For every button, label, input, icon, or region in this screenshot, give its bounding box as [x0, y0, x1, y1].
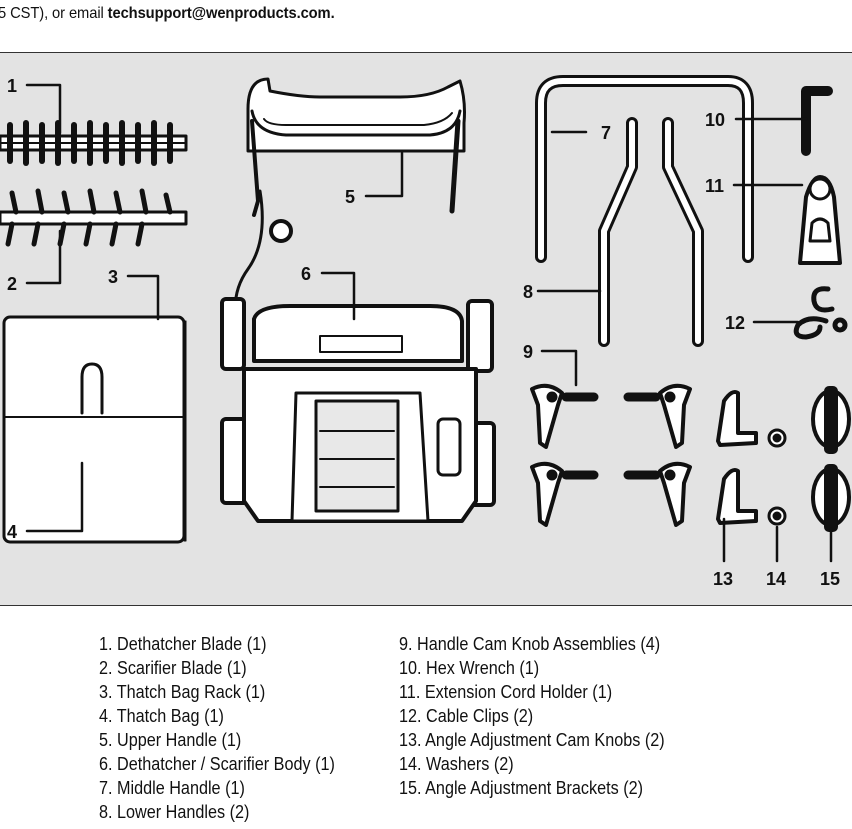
- parts-list-item: 4. Thatch Bag (1): [99, 706, 224, 726]
- parts-illustration-panel: 1 2 3 4 5 6 7 8 9 10 11 12 13 14 15: [0, 52, 852, 606]
- middle-handle-drawing: [535, 75, 754, 263]
- parts-list-item: 3. Thatch Bag Rack (1): [99, 682, 266, 702]
- support-email: techsupport@wenproducts.com: [107, 5, 331, 22]
- parts-list-item: 8. Lower Handles (2): [99, 802, 250, 822]
- callout-3: 3: [108, 267, 118, 287]
- callout-8: 8: [523, 282, 533, 302]
- parts-list-item: 13. Angle Adjustment Cam Knobs (2): [399, 730, 665, 750]
- parts-list-item: 15. Angle Adjustment Brackets (2): [399, 778, 644, 798]
- callout-9: 9: [523, 342, 533, 362]
- parts-list-item: 9. Handle Cam Knob Assemblies (4): [399, 634, 661, 654]
- callout-14: 14: [766, 569, 786, 589]
- parts-list-item: 1. Dethatcher Blade (1): [99, 634, 267, 654]
- intro-text-before: 5 CST), or email: [0, 5, 108, 22]
- callout-2: 2: [7, 274, 17, 294]
- upper-handle-drawing: [233, 77, 466, 321]
- callout-4: 4: [7, 522, 17, 542]
- scarifier-blade-drawing: [0, 188, 188, 247]
- callout-7: 7: [601, 123, 611, 143]
- cord-holder-drawing: [798, 175, 842, 265]
- dethatcher-blade-drawing: [0, 120, 188, 166]
- washers-drawing: [767, 428, 787, 526]
- parts-list-item: 7. Middle Handle (1): [99, 778, 245, 798]
- callout-numbers: 1 2 3 4 5 6 7 8 9 10 11 12 13 14 15: [7, 76, 840, 589]
- cable-clips-drawing: [793, 286, 848, 340]
- callout-11: 11: [705, 176, 724, 196]
- callout-5: 5: [345, 187, 355, 207]
- callout-leaders: [25, 83, 833, 563]
- parts-list-left: 1. Dethatcher Blade (1) 2. Scarifier Bla…: [99, 632, 335, 824]
- parts-list-item: 10. Hex Wrench (1): [399, 658, 540, 678]
- parts-list-item: 5. Upper Handle (1): [99, 730, 242, 750]
- intro-text-after: .: [330, 5, 335, 22]
- parts-list-item: 11. Extension Cord Holder (1): [399, 682, 613, 702]
- callout-13: 13: [713, 569, 733, 589]
- intro-text: 5 CST), or email techsupport@wenproducts…: [0, 5, 335, 23]
- lower-handles-drawing: [598, 117, 704, 347]
- parts-list-item: 6. Dethatcher / Scarifier Body (1): [99, 754, 335, 774]
- parts-list-right: 9. Handle Cam Knob Assemblies (4) 10. He…: [399, 632, 665, 800]
- callout-1: 1: [7, 76, 17, 96]
- hex-wrench-drawing: [801, 86, 833, 156]
- dethatcher-body-drawing: [220, 297, 496, 523]
- handle-cam-knobs-drawing: [530, 383, 692, 527]
- callout-15: 15: [820, 569, 840, 589]
- parts-list-item: 12. Cable Clips (2): [399, 706, 534, 726]
- angle-cam-knobs-drawing: [716, 390, 758, 525]
- callout-12: 12: [725, 313, 745, 333]
- thatch-bag-drawing: [2, 315, 187, 544]
- parts-list-item: 2. Scarifier Blade (1): [99, 658, 247, 678]
- parts-list-item: 14. Washers (2): [399, 754, 514, 774]
- callout-6: 6: [301, 264, 311, 284]
- angle-brackets-drawing: [811, 386, 851, 532]
- callout-10: 10: [705, 110, 725, 130]
